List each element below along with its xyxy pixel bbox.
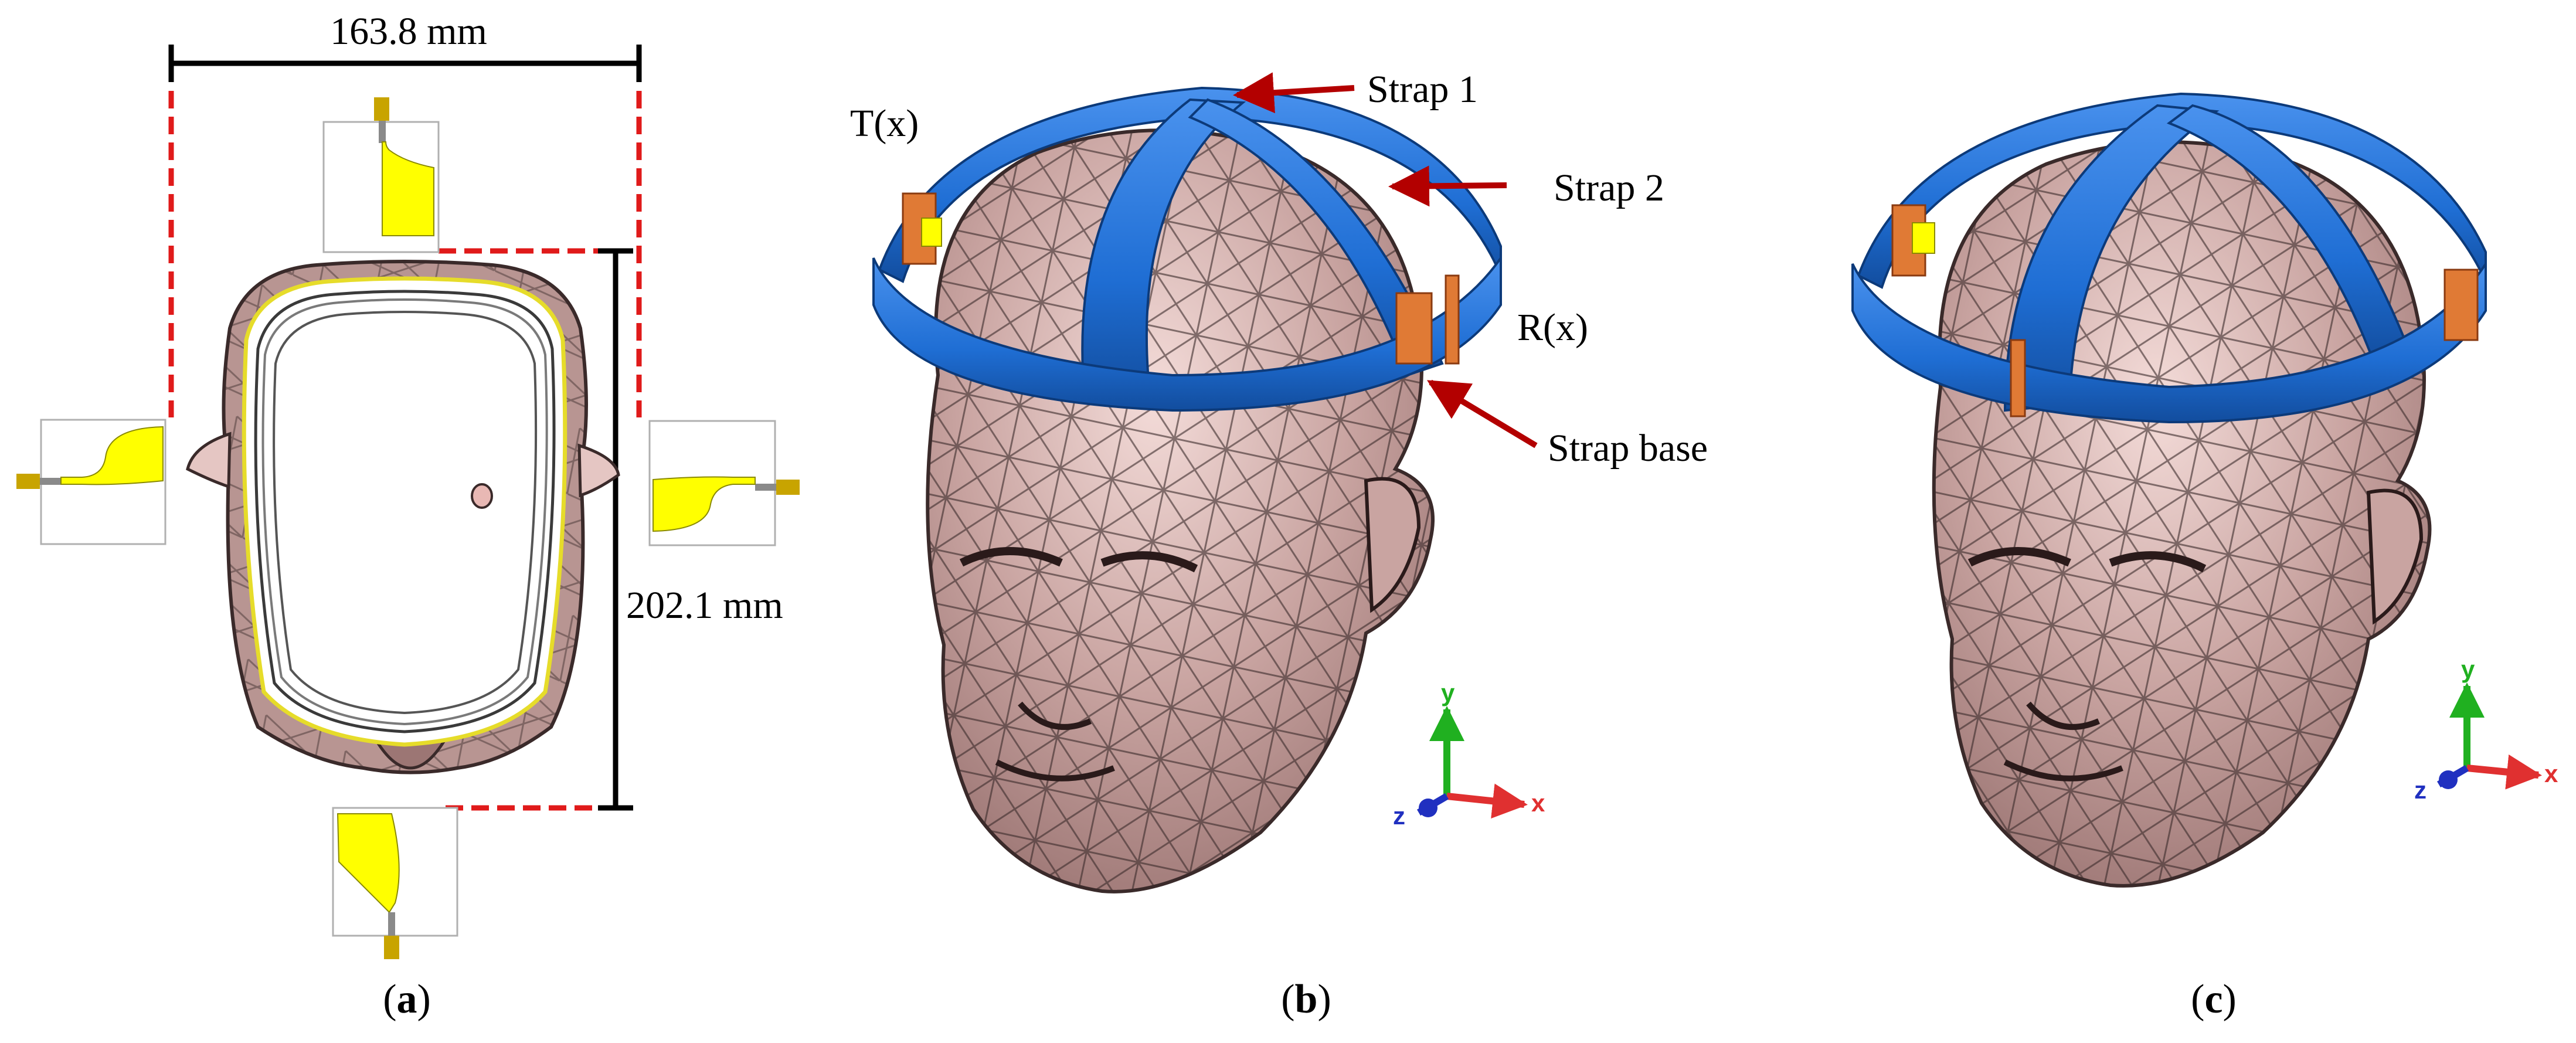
height-dimension: 202.1 mm: [598, 248, 783, 811]
width-label: 163.8 mm: [330, 10, 487, 53]
panel-b-caption: (b): [1281, 977, 1331, 1022]
axis-x-label-b: x: [1531, 789, 1545, 817]
straps-c: [1851, 92, 2487, 424]
axis-z-label-c: z: [2414, 776, 2427, 804]
transmitter-label: T(x): [850, 102, 919, 145]
strap1-label: Strap 1: [1367, 68, 1478, 111]
strap-base-label: Strap base: [1548, 427, 1708, 470]
axis-z-label-b: z: [1393, 802, 1405, 830]
annotations-b: Strap 1 Strap 2 Strap base T(x) R(x): [850, 68, 1708, 470]
straps-b: [872, 86, 1502, 412]
panel-a: 163.8 mm 202.1 mm: [16, 10, 800, 1022]
panel-a-caption: (a): [383, 977, 431, 1022]
axis-y-label-b: y: [1441, 679, 1455, 706]
width-dimension: 163.8 mm: [168, 10, 642, 82]
extension-lines: [168, 91, 642, 811]
antenna-top: [322, 97, 440, 253]
height-label: 202.1 mm: [626, 584, 783, 627]
receiver-label: R(x): [1517, 306, 1588, 349]
axis-x-label-c: x: [2544, 760, 2558, 787]
axis-y-label-c: y: [2461, 655, 2475, 683]
panel-c: y x z (c): [1851, 92, 2558, 1022]
axis-triad-c: y x z: [2414, 655, 2558, 804]
head-top-view: [186, 260, 620, 774]
antenna-left: [16, 419, 166, 545]
panel-b: Strap 1 Strap 2 Strap base T(x) R(x) y x…: [850, 68, 1708, 1022]
head-3d-b: [926, 128, 1435, 893]
panel-c-caption: (c): [2191, 977, 2237, 1022]
axis-triad-b: y x z: [1393, 679, 1545, 830]
antenna-right: [648, 420, 800, 546]
antenna-bottom: [332, 807, 458, 959]
strap2-label: Strap 2: [1554, 167, 1664, 209]
